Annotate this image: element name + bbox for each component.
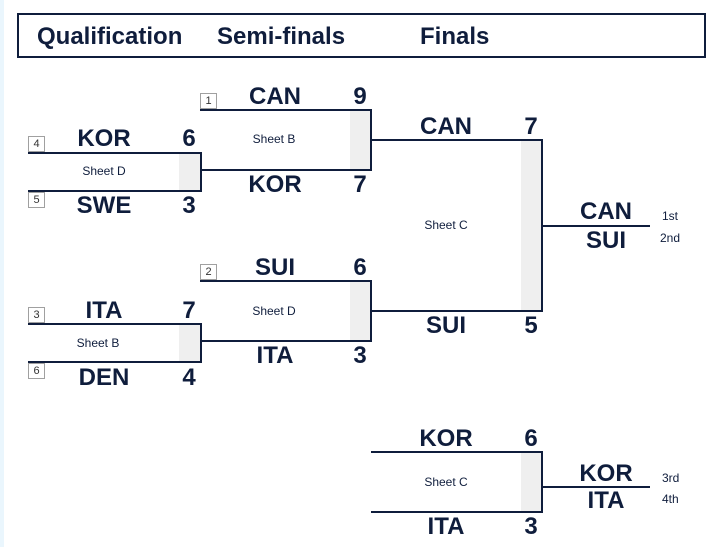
seed-badge: 1	[200, 93, 217, 109]
team-name: CAN	[249, 83, 301, 110]
team-name: SWE	[76, 192, 132, 219]
sheet-label: Sheet C	[424, 218, 468, 232]
team-name: DEN	[78, 364, 130, 391]
bracket-line	[371, 310, 543, 312]
bracket-line	[200, 280, 372, 282]
team-score: 6	[182, 125, 196, 152]
team-name: KOR	[419, 425, 473, 452]
bracket-line	[371, 451, 543, 453]
score-strip	[350, 282, 371, 341]
score-strip	[521, 141, 542, 311]
team-name: ITA	[85, 297, 123, 324]
left-edge-strip	[0, 0, 4, 547]
winner-name: CAN	[580, 198, 632, 225]
team-score: 3	[353, 342, 367, 369]
team-score: 6	[353, 254, 367, 281]
seed-badge: 2	[200, 264, 217, 280]
bracket-line	[541, 451, 543, 513]
bracket-line	[28, 190, 202, 192]
team-score: 7	[524, 113, 538, 140]
team-name: SUI	[254, 254, 295, 281]
sheet-label: Sheet B	[76, 336, 120, 350]
result-line	[541, 225, 650, 227]
runner-up-name: SUI	[585, 227, 626, 254]
round-title-semifinals: Semi-finals	[217, 23, 346, 50]
team-name: CAN	[420, 113, 472, 140]
team-score: 4	[182, 364, 196, 391]
place-label: 4th	[662, 492, 679, 506]
place-label: 2nd	[660, 231, 681, 245]
team-name: ITA	[427, 513, 465, 540]
team-score: 5	[524, 312, 538, 339]
bracket-line	[200, 109, 372, 111]
bracket-line	[371, 511, 543, 513]
team-score: 3	[182, 192, 196, 219]
place-label: 3rd	[662, 471, 680, 485]
seed-badge: 4	[28, 136, 45, 152]
team-score: 7	[182, 297, 196, 324]
team-score: 6	[524, 425, 538, 452]
bracket-line	[200, 340, 372, 342]
team-score: 7	[353, 171, 367, 198]
seed-badge: 6	[28, 363, 45, 379]
fourth-place-name: ITA	[587, 487, 625, 514]
round-title-qualification: Qualification	[37, 23, 183, 50]
third-place-name: KOR	[579, 460, 633, 487]
bracket-line	[371, 139, 543, 141]
result-line	[541, 486, 650, 488]
round-header: Qualification Semi-finals Finals	[17, 13, 706, 58]
place-label: 1st	[662, 209, 679, 223]
bracket-line	[28, 323, 202, 325]
seed-badge: 3	[28, 307, 45, 323]
team-name: KOR	[77, 125, 131, 152]
team-name: SUI	[425, 312, 466, 339]
bracket-line	[28, 361, 202, 363]
seed-badge: 5	[28, 192, 45, 208]
team-name: KOR	[248, 171, 302, 198]
sheet-label: Sheet D	[252, 304, 296, 318]
sheet-label: Sheet D	[82, 164, 126, 178]
connector-line	[371, 139, 373, 141]
sheet-label: Sheet B	[252, 132, 296, 146]
team-score: 3	[524, 513, 538, 540]
bracket-line	[200, 152, 202, 192]
bracket-line	[200, 169, 372, 171]
score-strip	[350, 111, 371, 170]
connector-line	[200, 169, 202, 171]
score-strip	[179, 325, 200, 362]
bracket-line	[28, 152, 202, 154]
score-strip	[179, 154, 200, 191]
sheet-label: Sheet C	[424, 475, 468, 489]
team-name: ITA	[256, 342, 294, 369]
score-strip	[521, 453, 542, 512]
bracket-line	[200, 323, 202, 363]
team-score: 9	[353, 83, 367, 110]
round-title-finals: Finals	[420, 23, 490, 50]
